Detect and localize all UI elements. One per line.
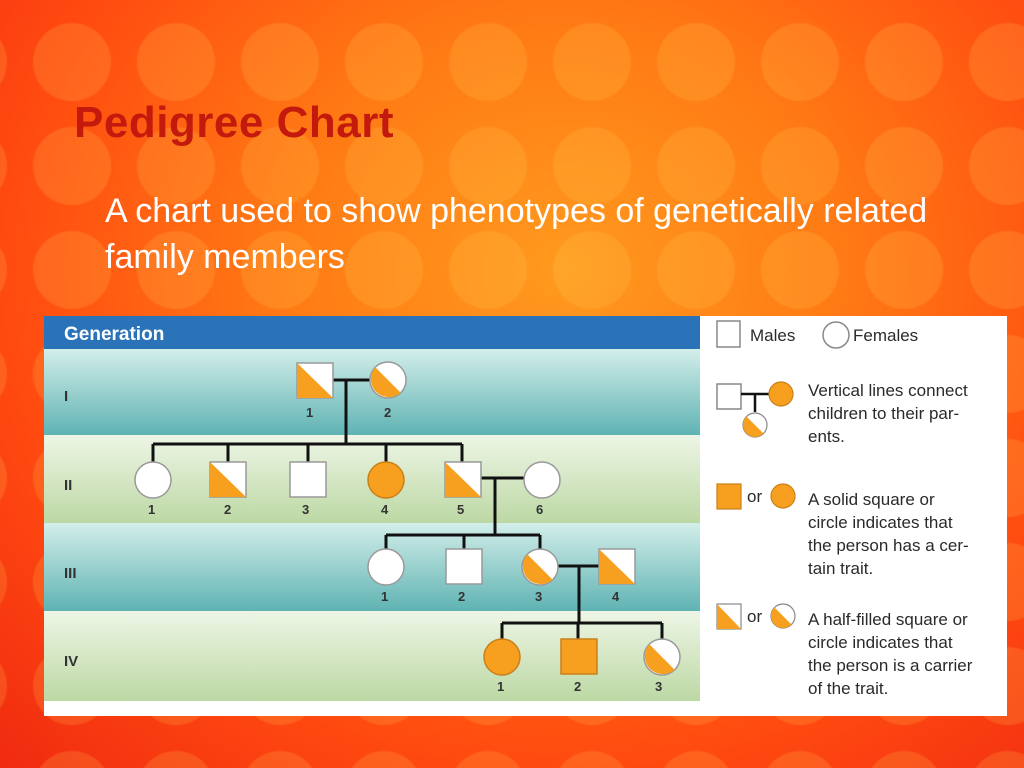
legend-solid-1: A solid square or <box>808 490 935 509</box>
male-unaffected-II-3 <box>289 461 327 498</box>
generation-label-2: II <box>64 477 72 494</box>
label-III-4: 4 <box>612 589 620 604</box>
label-II-5: 5 <box>457 502 464 517</box>
male-carrier-II-5 <box>444 461 482 498</box>
female-unaffected-II-1 <box>134 461 172 499</box>
pedigree-svg: Generation I II III IV <box>44 316 973 701</box>
legend-female-icon <box>822 321 850 349</box>
legend-females: Females <box>853 326 918 345</box>
label-IV-1: 1 <box>497 679 504 694</box>
female-affected-II-4 <box>367 461 405 499</box>
label-IV-3: 3 <box>655 679 662 694</box>
legend: Males Females Vertical lines connect chi… <box>716 320 973 698</box>
male-carrier-II-2 <box>209 461 247 498</box>
generation-label-1: I <box>64 388 68 405</box>
label-I-2: 2 <box>384 405 391 420</box>
label-II-1: 1 <box>148 502 155 517</box>
label-III-1: 1 <box>381 589 388 604</box>
generation-header: Generation <box>64 324 164 345</box>
legend-half-circle-icon <box>770 603 796 629</box>
male-unaffected-III-2 <box>445 548 483 585</box>
label-III-3: 3 <box>535 589 542 604</box>
legend-solid-4: tain trait. <box>808 559 873 578</box>
female-carrier-III-3 <box>521 548 559 586</box>
legend-or-1: or <box>747 487 762 506</box>
legend-half-3: the person is a carrier <box>808 656 973 675</box>
label-III-2: 2 <box>458 589 465 604</box>
female-unaffected-III-1 <box>367 548 405 586</box>
legend-males: Males <box>750 326 795 345</box>
legend-solid-square-icon <box>716 483 742 510</box>
label-II-2: 2 <box>224 502 231 517</box>
slide-title: Pedigree Chart <box>74 98 394 147</box>
legend-half-1: A half-filled square or <box>808 610 968 629</box>
male-carrier-I-1 <box>296 362 334 399</box>
female-unaffected-II-6 <box>523 461 561 499</box>
legend-lines-2: children to their par- <box>808 404 959 423</box>
label-II-3: 3 <box>302 502 309 517</box>
female-carrier-IV-3 <box>643 638 681 676</box>
legend-or-2: or <box>747 607 762 626</box>
label-IV-2: 2 <box>574 679 581 694</box>
legend-half-4: of the trait. <box>808 679 888 698</box>
legend-lines-3: ents. <box>808 427 845 446</box>
band-gen-1 <box>44 349 700 435</box>
female-carrier-I-2 <box>369 361 407 399</box>
legend-male-icon <box>716 320 741 348</box>
label-II-4: 4 <box>381 502 389 517</box>
label-I-1: 1 <box>306 405 313 420</box>
generation-header-band <box>44 316 700 349</box>
legend-half-square-icon <box>716 603 742 630</box>
legend-solid-3: the person has a cer- <box>808 536 969 555</box>
pedigree-figure: Generation I II III IV <box>44 316 1007 716</box>
male-affected-IV-2 <box>560 638 598 675</box>
legend-lines-1: Vertical lines connect <box>808 381 968 400</box>
label-II-6: 6 <box>536 502 543 517</box>
legend-half-2: circle indicates that <box>808 633 953 652</box>
female-affected-IV-1 <box>483 638 521 676</box>
male-carrier-III-4 <box>598 548 636 585</box>
legend-lines-icon <box>716 381 794 438</box>
legend-solid-circle-icon <box>770 483 796 509</box>
generation-label-4: IV <box>64 653 78 670</box>
legend-solid-2: circle indicates that <box>808 513 953 532</box>
slide-subtitle: A chart used to show phenotypes of genet… <box>105 192 928 276</box>
generation-label-3: III <box>64 565 77 582</box>
